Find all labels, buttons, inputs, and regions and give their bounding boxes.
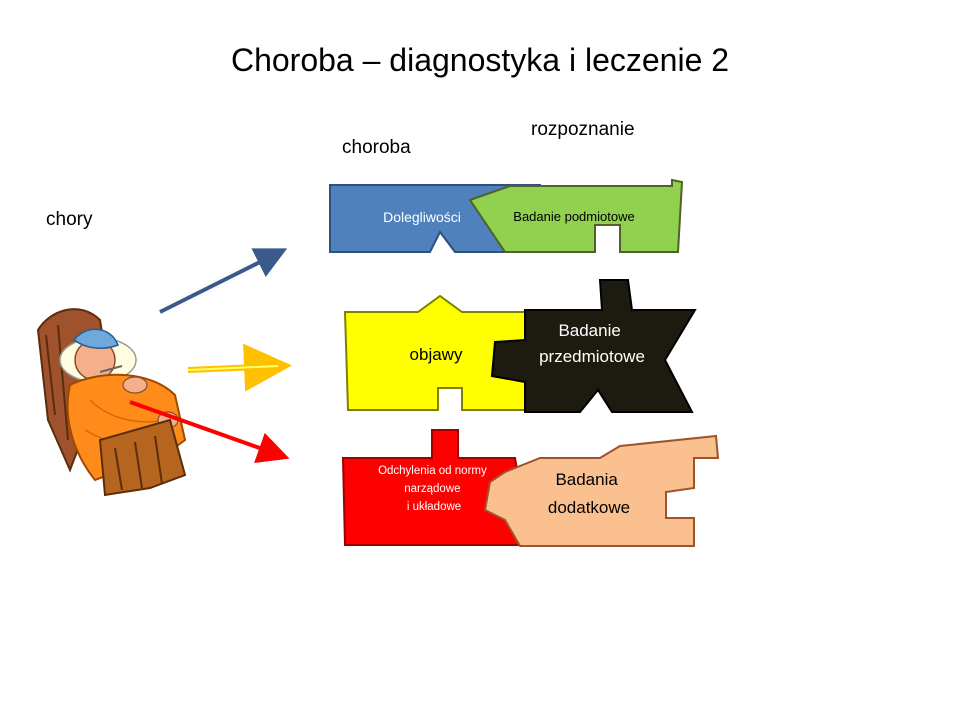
physical-exam-line-2: przedmiotowe [539, 347, 645, 366]
label-diagnosis: rozpoznanie [531, 119, 635, 140]
page-title: Choroba – diagnostyka i leczenie 2 [230, 42, 730, 78]
symptoms-puzzle-piece [343, 294, 531, 411]
subjective-exam-text: Badanie podmiotowe [513, 209, 634, 224]
additional-tests-puzzle-piece [483, 434, 720, 547]
label-disease: choroba [342, 137, 411, 158]
deviations-text: Odchylenia od normy narządowe i układowe [378, 465, 490, 513]
label-patient: chory [46, 209, 93, 230]
physical-exam-line-1: Badanie [558, 321, 620, 340]
deviations-line-2: narządowe [404, 483, 460, 495]
sick-patient-in-bed-illustration [36, 308, 187, 497]
deviations-line-1: Odchylenia od normy [378, 465, 487, 477]
additional-tests-line-2: dodatkowe [548, 498, 630, 517]
row-1-puzzle: Dolegliwości Badanie podmiotowe [329, 178, 684, 253]
additional-tests-text: Badania dodatkowe [548, 470, 630, 517]
physical-exam-puzzle-piece [490, 279, 697, 413]
arrow-to-row-1 [159, 248, 288, 314]
row-3-puzzle: Odchylenia od normy narządowe i układowe… [341, 429, 720, 547]
physical-exam-text: Badanie przedmiotowe [539, 321, 645, 366]
additional-tests-line-1: Badania [555, 470, 618, 489]
arrow-to-row-3 [129, 400, 290, 464]
subjective-exam-puzzle-piece [468, 178, 684, 253]
deviations-line-3: i układowe [407, 501, 461, 513]
row-2-puzzle: objawy Badanie przedmiotowe [343, 279, 697, 413]
symptoms-text: objawy [410, 345, 463, 364]
complaints-text: Dolegliwości [383, 209, 461, 225]
arrow-to-row-2 [187, 343, 292, 392]
deviations-puzzle-piece [341, 429, 532, 546]
